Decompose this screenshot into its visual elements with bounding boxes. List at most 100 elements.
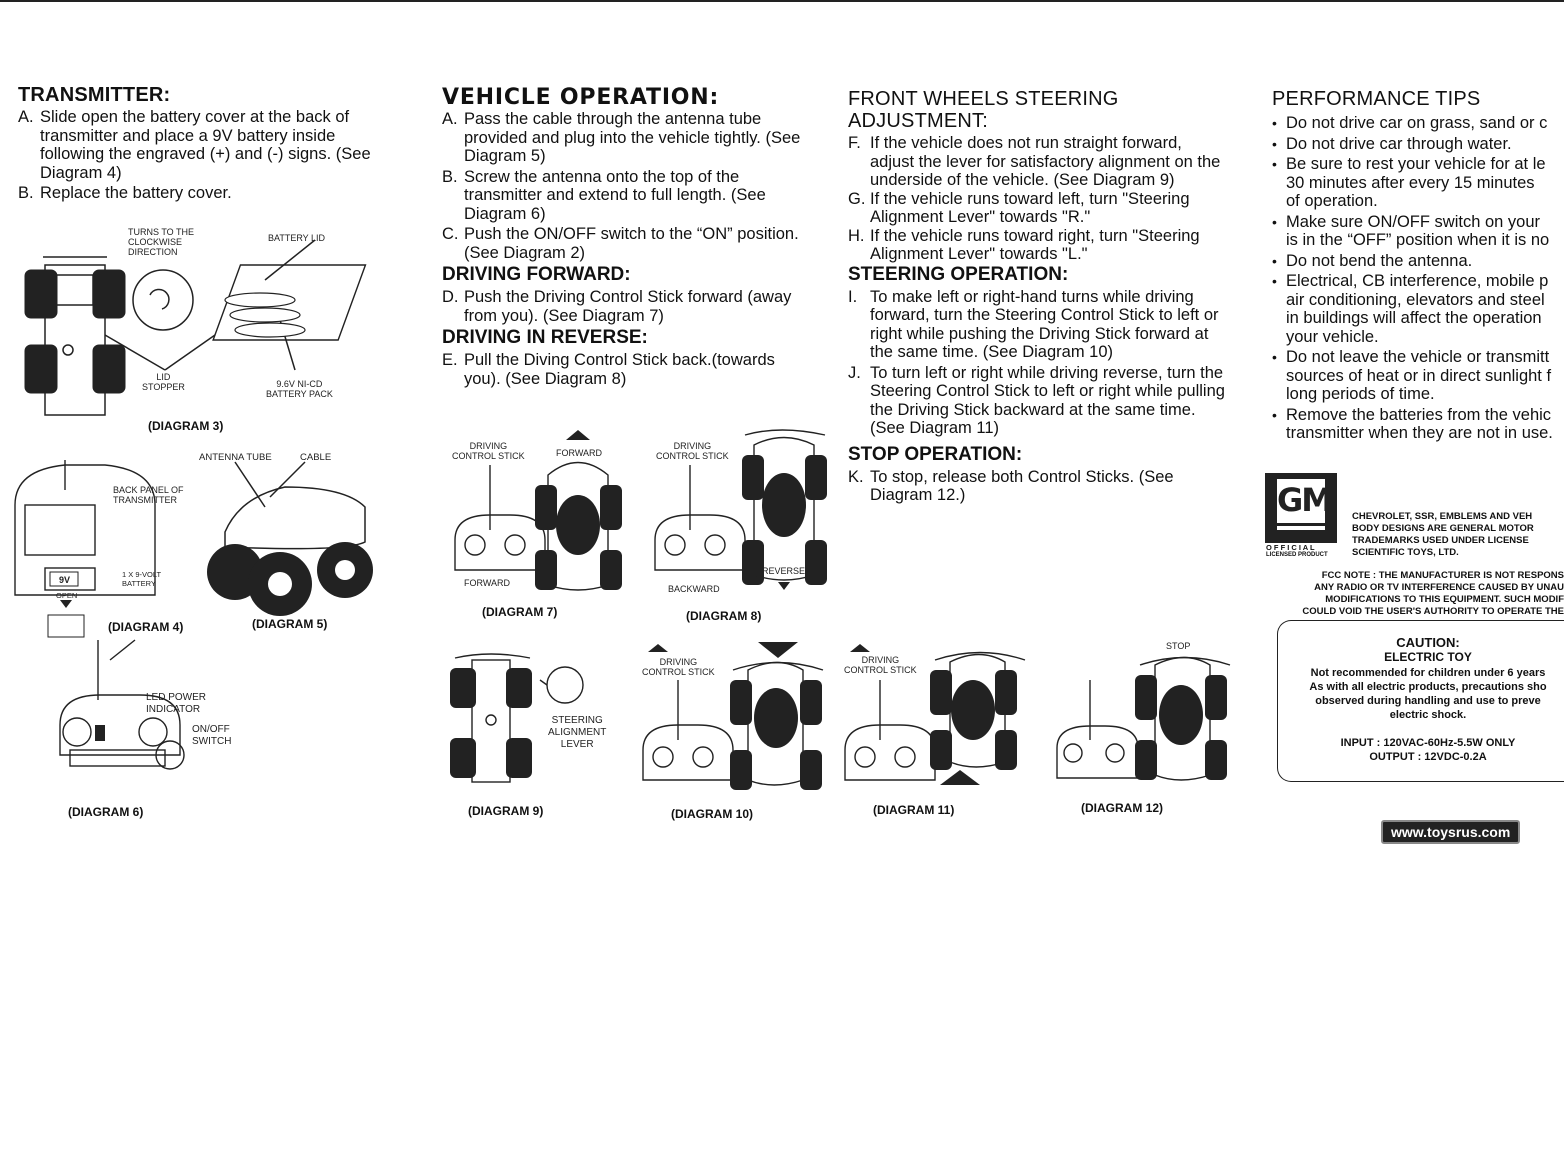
diagram-10-caption: (DIAGRAM 10) (671, 807, 754, 821)
diagram-7-caption: (DIAGRAM 7) (482, 605, 558, 619)
diagram-12-illustration (1056, 656, 1231, 781)
performance-tip: •Do not drive car on grass, sand or c (1272, 114, 1564, 133)
diagram-5-caption: (DIAGRAM 5) (252, 617, 328, 631)
stop-item-k: K.To stop, release both Control Sticks. … (848, 467, 1174, 505)
caution-line-4: electric shock. (1389, 709, 1467, 721)
top-border (0, 0, 1564, 2)
performance-tip-line: Do not drive car through water. (1286, 134, 1512, 153)
transmitter-title: TRANSMITTER: (18, 84, 171, 106)
performance-tip-line: 30 minutes after every 15 minutes (1286, 173, 1535, 192)
diagram-8-caption: (DIAGRAM 8) (686, 609, 762, 623)
performance-title: PERFORMANCE TIPS (1272, 88, 1481, 110)
gm-logo: GM (1265, 473, 1337, 543)
diagram-11-stick-label: DRIVING CONTROL STICK (844, 655, 917, 675)
performance-tip-line: in buildings will affect the operation (1286, 309, 1542, 327)
diagram-4-battery-label: 1 x 9-VOLT BATTERY (122, 570, 162, 588)
diagram-7-stick-label: DRIVING CONTROL STICK (452, 441, 525, 461)
gm-licensed-label: LICENSED PRODUCT (1266, 552, 1328, 558)
steering-title-line2: ADJUSTMENT: (848, 110, 988, 132)
diagram-4-illustration (14, 460, 156, 638)
stop-operation-title: STOP OPERATION: (848, 443, 1023, 465)
diagram-12-stop-label: STOP (1166, 641, 1191, 651)
steering-item-f: F.If the vehicle does not run straight f… (848, 134, 1221, 189)
diagram-5-antenna-tube-label: ANTENNA TUBE (199, 452, 272, 463)
performance-tip-line: transmitter when they are not in use. (1286, 424, 1553, 442)
steering-operation-title: STEERING OPERATION: (848, 263, 1069, 285)
vehicle-item-d: D.Push the Driving Control Stick forward… (442, 288, 792, 325)
performance-tip: •Do not drive car through water. (1272, 135, 1564, 154)
diagram-7-illustration (454, 430, 622, 591)
driving-reverse-title: DRIVING IN REVERSE: (442, 327, 648, 348)
diagram-12-caption: (DIAGRAM 12) (1081, 801, 1164, 815)
diagram-3-turns-label: TURNS TO THE CLOCKWISE DIRECTION (128, 227, 195, 257)
performance-tip-line: your vehicle. (1286, 327, 1379, 346)
gm-official-label: O F F I C I A L (1266, 543, 1315, 552)
caution-line-1: Not recommended for children under 6 yea… (1310, 667, 1546, 679)
steering-title-line1: FRONT WHEELS STEERING (848, 88, 1119, 110)
diagram-8-stick-label: DRIVING CONTROL STICK (656, 441, 729, 461)
trademark-notice: CHEVROLET, SSR, EMBLEMS AND VEH BODY DES… (1352, 511, 1534, 558)
performance-tip-line: sources of heat or in direct sunlight f (1286, 366, 1552, 385)
vehicle-item-c: C.Push the ON/OFF switch to the “ON” pos… (442, 225, 799, 262)
caution-output: OUTPUT : 12VDC-0.2A (1369, 751, 1487, 763)
caution-input: INPUT : 120VAC-60Hz-5.5W ONLY (1340, 737, 1516, 749)
diagram-4-back-panel-label: BACK PANEL OF TRANSMITTER (113, 485, 184, 505)
diagram-4-open-label: OPEN (56, 591, 78, 600)
vehicle-item-e: E.Pull the Diving Control Stick back.(to… (442, 351, 775, 388)
vehicle-operation-section: VEHICLE OPERATION: A.Pass the cable thro… (442, 86, 812, 388)
diagram-3-battery-pack-label: 9.6V Ni-Cd BATTERY PACK (266, 379, 333, 399)
diagram-6-caption: (DIAGRAM 6) (68, 805, 144, 819)
diagram-8-illustration (654, 429, 827, 590)
transmitter-item-a: A.Slide open the battery cover at the ba… (18, 108, 371, 182)
performance-tip-line: Make sure ON/OFF switch on your (1286, 212, 1540, 231)
performance-tip-line: Remove the batteries from the vehic (1286, 405, 1552, 424)
diagram-9-illustration (450, 653, 584, 783)
diagram-6-illustration (59, 639, 185, 770)
caution-title: CAUTION: (1396, 635, 1460, 650)
steering-item-j: J.To turn left or right while driving re… (848, 363, 1225, 438)
performance-tip-line: Be sure to rest your vehicle for at le (1286, 155, 1546, 173)
transmitter-section: TRANSMITTER: A.Slide open the battery co… (18, 84, 378, 203)
performance-tip-line: Electrical, CB interference, mobile p (1286, 272, 1549, 290)
diagram-10-illustration (642, 642, 824, 790)
performance-section: PERFORMANCE TIPS •Do not drive car on gr… (1272, 88, 1564, 445)
diagram-4-9v-label: 9V (59, 575, 71, 585)
performance-tips-list: •Do not drive car on grass, sand or c •Do… (1272, 114, 1564, 443)
transmitter-item-b: B.Replace the battery cover. (18, 184, 232, 202)
diagram-9-lever-label: STEERING ALIGNMENT LEVER (548, 715, 607, 750)
diagram-11-illustration (844, 644, 1026, 785)
diagram-3-lid-stopper-label: LID STOPPER (142, 372, 185, 392)
driving-forward-title: DRIVING FORWARD: (442, 264, 631, 285)
diagram-8-backward-label: BACKWARD (668, 584, 720, 594)
diagram-3-caption: (DIAGRAM 3) (148, 419, 224, 433)
diagram-6-led-label: LED POWER INDICATOR (146, 692, 207, 715)
performance-tip-line: is in the “OFF” position when it is no (1286, 231, 1550, 249)
performance-tip-line: air conditioning, elevators and steel (1286, 290, 1545, 309)
steering-item-i: I.To make left or right-hand turns while… (848, 287, 1219, 362)
diagram-9-caption: (DIAGRAM 9) (468, 804, 544, 818)
performance-tip: •Do not bend the antenna. (1272, 252, 1564, 271)
website-url[interactable]: www.toysrus.com (1381, 820, 1521, 844)
steering-item-h: H.If the vehicle runs toward right, turn… (848, 226, 1200, 264)
diagram-3-illustration (24, 239, 367, 416)
diagram-7-forward-top-label: FORWARD (556, 448, 602, 458)
diagram-4-caption: (DIAGRAM 4) (108, 620, 184, 634)
diagram-3-battery-lid-label: BATTERY LID (268, 233, 326, 243)
vehicle-item-b: B.Screw the antenna onto the top of the … (442, 167, 766, 223)
diagram-10-stick-label: DRIVING CONTROL STICK (642, 657, 715, 677)
caution-line-2: As with all electric products, precautio… (1309, 681, 1547, 693)
performance-tip-line: of operation. (1286, 192, 1378, 210)
diagram-5-illustration (207, 461, 373, 616)
performance-tip-line: Do not bend the antenna. (1286, 251, 1473, 270)
steering-item-g: G.If the vehicle runs toward left, turn … (848, 189, 1190, 227)
steering-section: FRONT WHEELS STEERING ADJUSTMENT: F.If t… (848, 88, 1228, 505)
vehicle-operation-title: VEHICLE OPERATION: (442, 85, 720, 110)
fcc-note: FCC NOTE : THE MANUFACTURER IS NOT RESPO… (1302, 570, 1564, 617)
caution-line-3: observed during handling and use to prev… (1315, 695, 1541, 707)
diagram-7-forward-bottom-label: FORWARD (464, 578, 510, 588)
